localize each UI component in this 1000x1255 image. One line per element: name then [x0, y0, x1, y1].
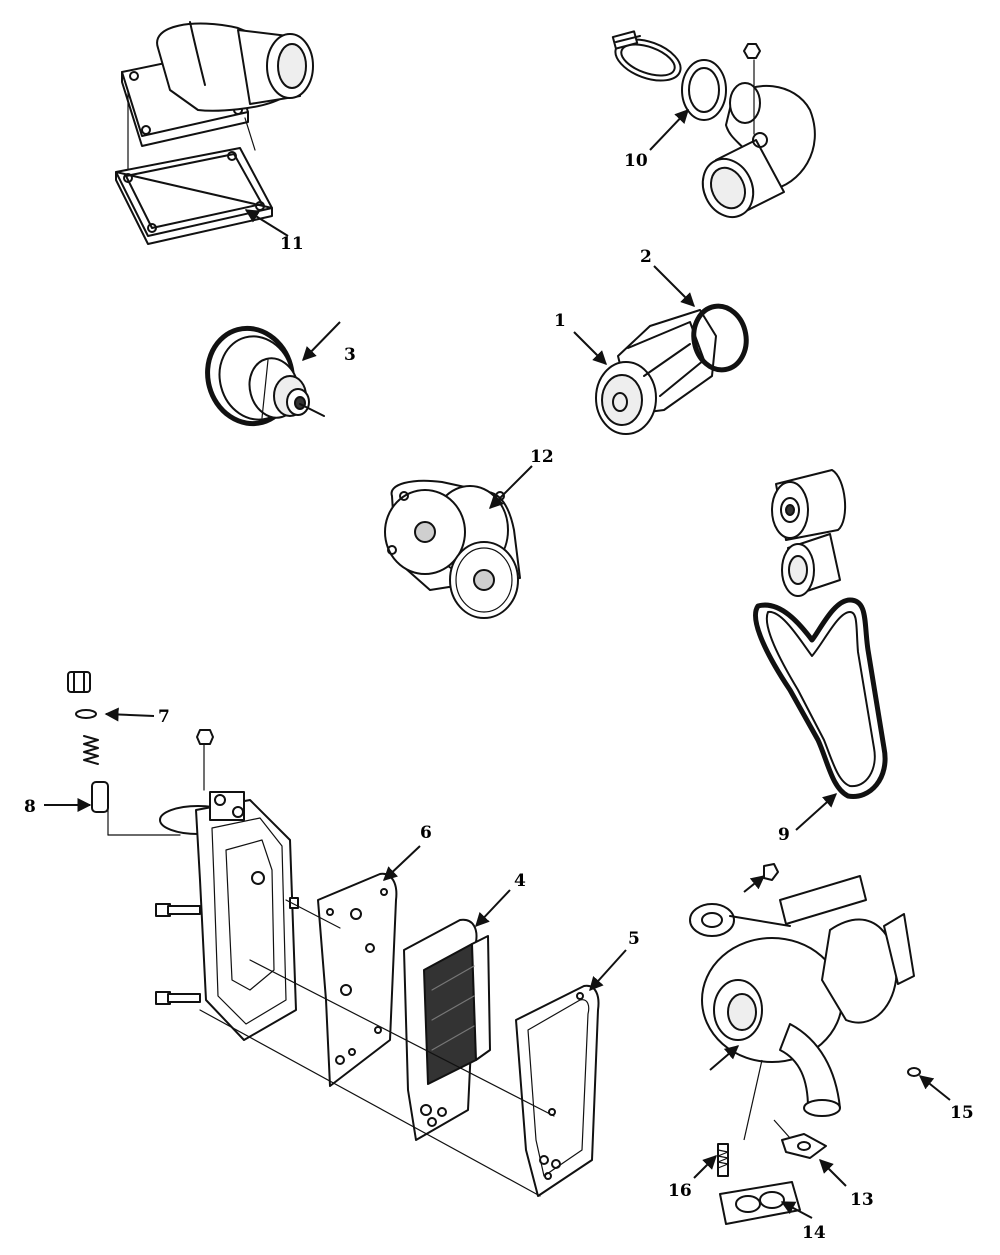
callout-2: 2 [640, 247, 652, 267]
thermostat-housing-gasket [115, 147, 273, 245]
serpentine-belt [753, 597, 888, 799]
assembly-alignment-lines [199, 899, 555, 1197]
svg-text:7: 7 [158, 707, 170, 727]
callout-13: 13 [850, 1190, 874, 1210]
oil-cooler-cover-gasket [515, 984, 600, 1197]
svg-text:12: 12 [530, 447, 554, 467]
thermostat-housing-elbow [121, 21, 314, 179]
svg-text:8: 8 [24, 797, 36, 817]
oil-cooler-gasket [317, 872, 398, 1087]
svg-text:2: 2 [640, 247, 652, 267]
relief-valve-plug [67, 671, 91, 693]
svg-text:6: 6 [420, 823, 432, 843]
turbocharger [689, 875, 915, 1117]
callout-12: 12 [530, 447, 554, 467]
turbo-drain-gasket [781, 1133, 827, 1159]
turbo-nut [763, 863, 779, 881]
hose-clamp [611, 30, 682, 82]
relief-valve-plunger [91, 781, 109, 813]
svg-text:11: 11 [280, 234, 304, 254]
callout-6: 6 [420, 823, 432, 843]
callout-3: 3 [344, 345, 356, 365]
svg-text:3: 3 [344, 345, 356, 365]
oil-cooler-housing [107, 739, 297, 1041]
hex-plug [743, 43, 761, 59]
callout-4: 4 [514, 871, 526, 891]
svg-text:13: 13 [850, 1190, 874, 1210]
svg-text:9: 9 [778, 825, 790, 845]
callout-7: 7 [158, 707, 170, 727]
sealing-ring [681, 59, 727, 121]
relief-valve-o-ring [75, 709, 97, 719]
housing-screw [289, 897, 299, 909]
callout-9: 9 [778, 825, 790, 845]
callout-1: 1 [554, 311, 566, 331]
callout-8: 8 [24, 797, 36, 817]
callout-14: 14 [802, 1223, 826, 1243]
turbo-o-ring [907, 1067, 921, 1077]
callout-11: 11 [280, 234, 304, 254]
oil-cooler-core [403, 918, 491, 1141]
belt-tensioner-pulley [771, 469, 847, 597]
turbo-mounting-gasket [719, 1181, 801, 1225]
water-pump-o-ring [691, 303, 749, 373]
oil-pump [384, 479, 521, 619]
svg-text:15: 15 [950, 1103, 974, 1123]
thermostat [205, 325, 325, 427]
svg-text:5: 5 [628, 929, 640, 949]
water-pump [595, 309, 717, 435]
svg-text:4: 4 [514, 871, 526, 891]
svg-text:14: 14 [802, 1223, 826, 1243]
callout-10: 10 [624, 151, 648, 171]
callout-5: 5 [628, 929, 640, 949]
coolant-elbow [701, 59, 816, 219]
mounting-bolt-upper [155, 903, 201, 917]
svg-text:10: 10 [624, 151, 648, 171]
svg-text:1: 1 [554, 311, 566, 331]
callout-15: 15 [950, 1103, 974, 1123]
svg-text:16: 16 [668, 1181, 692, 1201]
turbo-stud [717, 1143, 729, 1177]
callout-16: 16 [668, 1181, 692, 1201]
relief-valve-spring [83, 735, 99, 765]
hex-plug-top [196, 729, 214, 745]
mounting-bolt-lower [155, 991, 201, 1005]
